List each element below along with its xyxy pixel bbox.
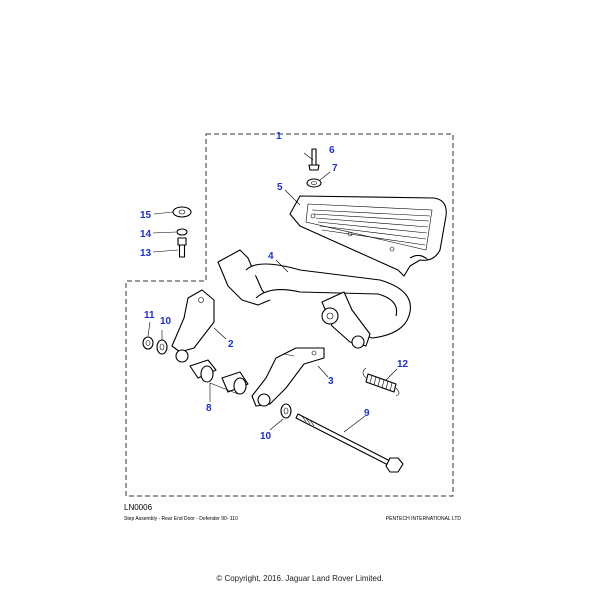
- washer-part-15: [172, 206, 192, 218]
- callout-12: 12: [397, 359, 409, 370]
- bush-part-8: [189, 359, 249, 395]
- spring-washer-part-14: [176, 228, 188, 236]
- callout-3: 3: [328, 376, 334, 387]
- callout-13: 13: [140, 248, 152, 259]
- diagram-code: LN0006: [124, 503, 153, 512]
- bolt-part-13: [177, 237, 187, 258]
- vendor-name: PENTECH INTERNATIONAL LTD: [385, 516, 461, 522]
- callout-2: 2: [228, 339, 234, 350]
- fixing-screw: [308, 148, 320, 171]
- hinged-step-frame: [217, 249, 411, 349]
- callout-5: 5: [277, 182, 283, 193]
- diagram-caption: Step Assembly - Rear End Door - Defender…: [124, 516, 238, 522]
- spring-part-12: [362, 367, 400, 397]
- washer-part-10-left: [156, 339, 168, 355]
- callout-1: 1: [276, 131, 282, 142]
- callout-4: 4: [268, 251, 274, 262]
- leader-lines: [147, 152, 398, 433]
- callout-14: 14: [140, 229, 152, 240]
- callout-11: 11: [144, 310, 155, 321]
- callout-8: 8: [206, 403, 212, 414]
- left-mounting-bracket: [171, 289, 215, 363]
- copyright-notice: © Copyright, 2016. Jaguar Land Rover Lim…: [216, 574, 384, 583]
- right-mounting-bracket: [251, 347, 325, 407]
- washer-part-7: [306, 178, 322, 188]
- assembly-frame-upper: [125, 133, 454, 497]
- callout-6: 6: [329, 145, 335, 156]
- callout-labels: 1 6 7 5 15 14 13 4 11 10 2 12 3 8 9 10: [140, 131, 409, 442]
- callout-7: 7: [332, 163, 338, 174]
- callout-10-left: 10: [160, 316, 172, 327]
- callout-10-right: 10: [260, 431, 272, 442]
- washer-part-10-right: [280, 403, 292, 419]
- pivot-bolt-part-9: [295, 413, 404, 473]
- callout-9: 9: [364, 408, 370, 419]
- step-tread-plate: [289, 195, 447, 277]
- callout-15: 15: [140, 210, 152, 221]
- nut-part-11: [142, 336, 154, 350]
